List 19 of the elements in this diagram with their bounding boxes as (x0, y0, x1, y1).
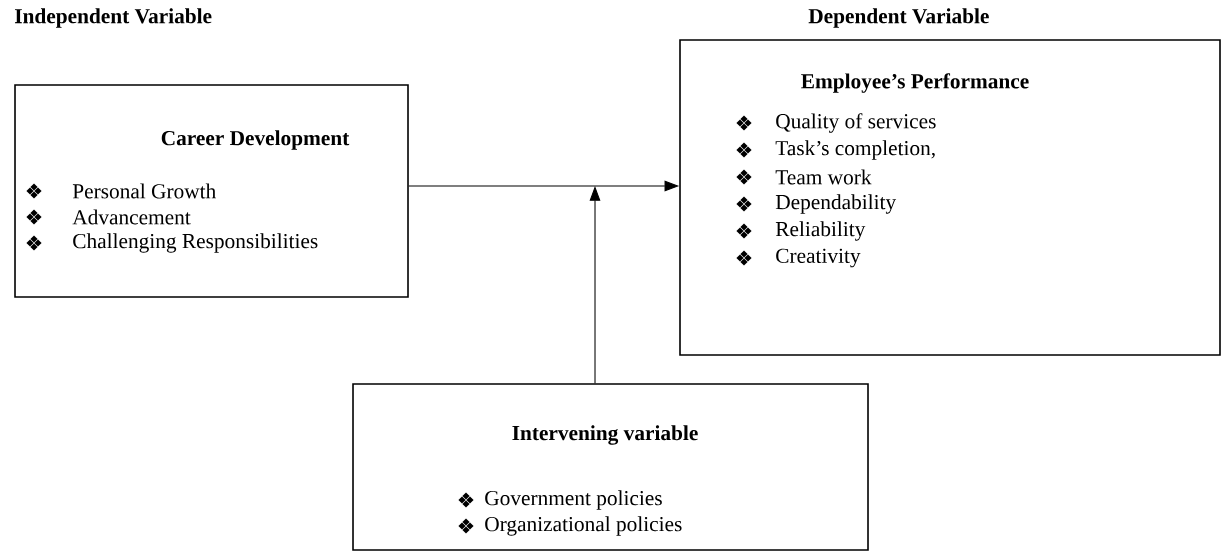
box-heading: Intervening variable (512, 425, 698, 445)
bullet-item: Creativity (776, 248, 861, 268)
bullet-item: Quality of services (776, 113, 936, 133)
concept-box (14, 84, 409, 298)
bullet-item: Task’s completion, (775, 140, 935, 160)
bullet-item: Government policies (485, 490, 662, 510)
box-heading: Career Development (161, 130, 350, 150)
bullet-item: Personal Growth (72, 183, 216, 199)
bullet-item: Reliability (775, 221, 866, 241)
concept-box (352, 383, 869, 551)
bullet-item: Challenging Responsibilities (73, 233, 318, 253)
bullet-item: Dependability (775, 194, 897, 214)
box-heading: Employee’s Performance (801, 73, 1029, 93)
bullet-item: Organizational policies (485, 516, 682, 536)
concept-box (679, 39, 1221, 356)
column-heading: Independent Variable (15, 8, 212, 28)
column-heading: Dependent Variable (808, 8, 989, 28)
bullet-item: Advancement (72, 209, 191, 225)
bullet-item: Team work (775, 169, 872, 185)
